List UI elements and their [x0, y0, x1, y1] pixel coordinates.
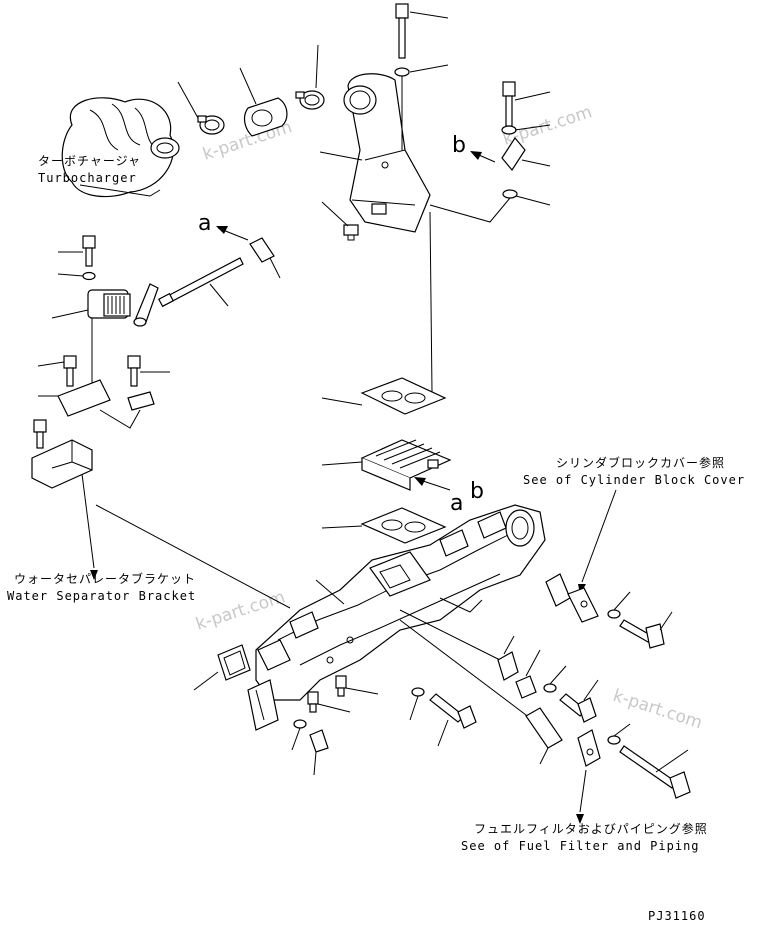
long-bolt: [429, 693, 477, 729]
gasket-lower: [360, 507, 447, 544]
bolt: [33, 419, 47, 449]
plug: [335, 675, 347, 697]
intake-heater-part: [360, 439, 452, 491]
bolt: [127, 355, 141, 387]
water-separator-label-jp: ウォータセパレータブラケット: [14, 571, 196, 586]
gasket-end: [217, 644, 251, 681]
elbow-fitting: [133, 283, 159, 327]
bracket-plate: [57, 379, 155, 429]
plug: [343, 224, 359, 241]
end-bracket: [247, 679, 279, 731]
fuel-pipe: [158, 257, 244, 308]
ref-a-lower: a: [450, 491, 463, 516]
ref-a-upper: a: [198, 211, 211, 236]
ref-b-lower: b: [470, 479, 484, 504]
hose-clamp: [197, 115, 225, 135]
water-separator-label-en: Water Separator Bracket: [7, 589, 196, 603]
hose: [243, 97, 288, 137]
fuel-filter-label-en: See of Fuel Filter and Piping: [461, 839, 700, 853]
bolt: [82, 235, 96, 267]
gasket-upper: [360, 377, 447, 415]
bolt: [559, 693, 597, 723]
turbocharger-label-jp: ターボチャージャ: [38, 154, 141, 168]
watermark: k-part.com: [610, 686, 704, 734]
bracket-cylinder-cover: [567, 587, 599, 623]
exhaust-elbow-part: [343, 73, 431, 233]
fuel-filter-bracket: [577, 729, 601, 767]
bolt: [63, 355, 77, 387]
turbocharger-label-en: Turbocharger: [38, 171, 137, 185]
bolt: [309, 729, 329, 753]
clamp-bracket: [515, 675, 537, 699]
drawing-number: PJ31160: [648, 909, 706, 923]
long-bolt: [619, 619, 665, 649]
plug: [307, 691, 319, 713]
spacer-tube: [525, 707, 563, 749]
water-separator-head: [87, 289, 131, 319]
pipe-fitting: [249, 237, 275, 263]
spacer: [545, 573, 571, 607]
long-bolt: [619, 745, 691, 799]
water-separator-bracket-part: [31, 439, 93, 489]
exhaust-manifold-part: [255, 504, 546, 701]
cylinder-block-label-en: See of Cylinder Block Cover: [523, 473, 745, 487]
turbocharger-part: [61, 97, 180, 198]
hose-clamp: [295, 90, 325, 110]
cylinder-block-label-jp: シリンダブロックカバー参照: [556, 455, 725, 470]
fuel-filter-label-jp: フュエルフィルタおよびパイピング参照: [474, 821, 708, 836]
ref-b-upper: b: [452, 133, 466, 158]
spacer: [497, 651, 519, 681]
watermark: k-part.com: [193, 587, 287, 635]
bolt: [394, 3, 410, 77]
